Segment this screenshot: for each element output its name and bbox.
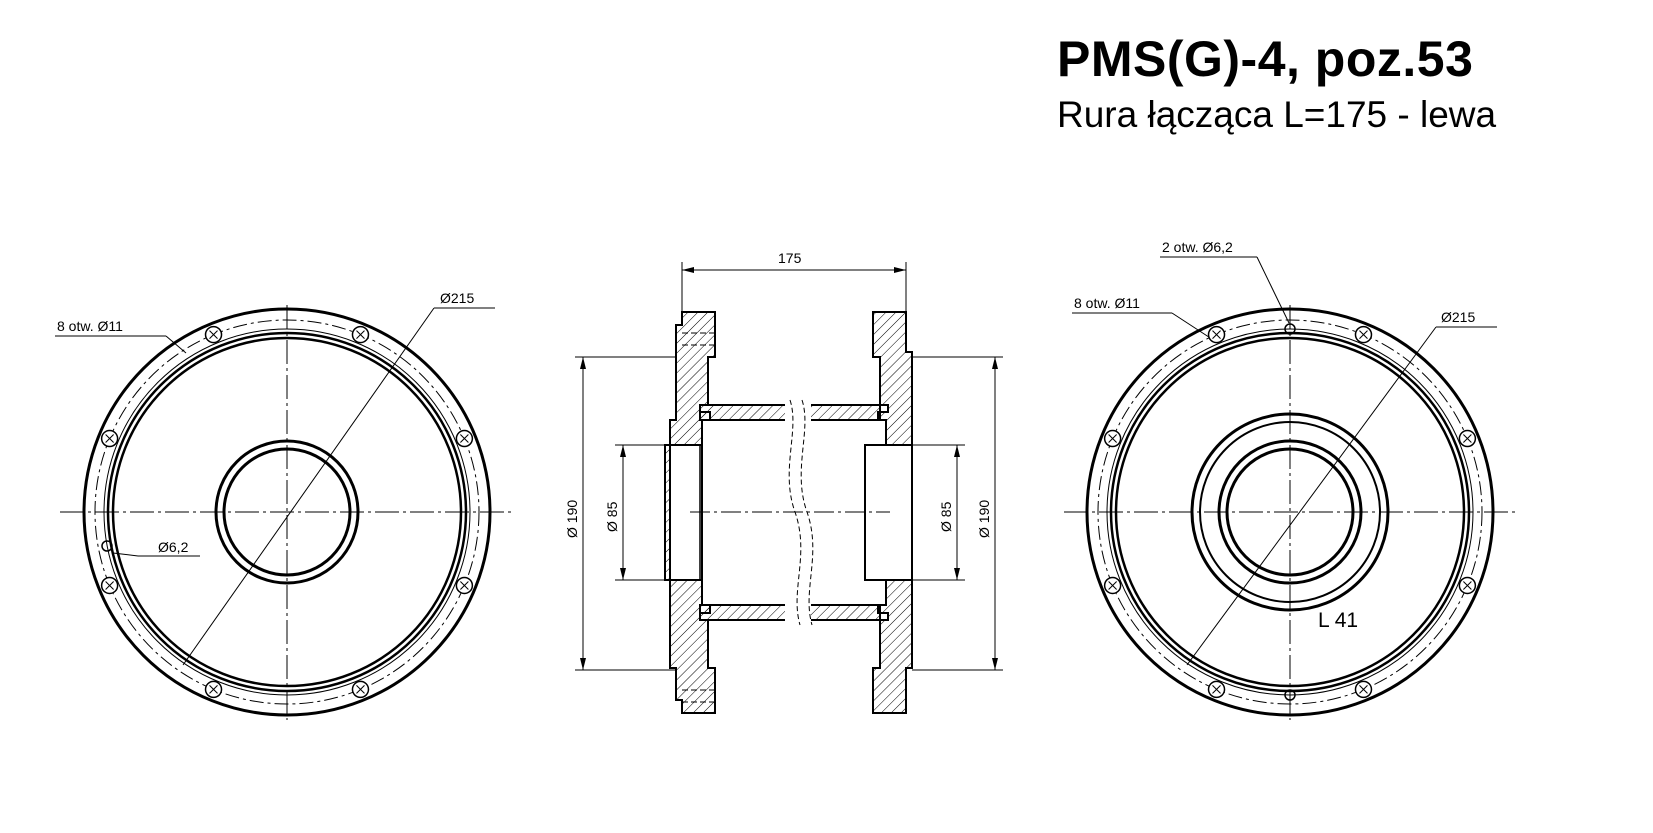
bolt-hole-cross xyxy=(460,581,469,590)
bolt-hole-cross xyxy=(1359,685,1368,694)
bolt-hole-cross xyxy=(1359,330,1368,339)
pin-holes-note: 2 otw. Ø6,2 xyxy=(1162,239,1233,255)
pin-hole-dimension: Ø6,2 xyxy=(158,539,189,555)
drawing-subtitle: Rura łącząca L=175 - lewa xyxy=(1057,94,1497,135)
bolt-hole-cross xyxy=(1212,685,1221,694)
pin-hole xyxy=(1284,323,1296,335)
drawing-title: PMS(G)-4, poz.53 xyxy=(1057,31,1474,87)
bolt-hole-cross xyxy=(356,685,365,694)
bolt-hole-cross xyxy=(105,434,114,443)
left-flange-view: Ø215 8 otw. Ø11 Ø6,2 xyxy=(55,290,515,720)
bolt-hole-cross xyxy=(460,434,469,443)
bore-left: Ø 85 xyxy=(604,501,620,532)
part-mark: L 41 xyxy=(1318,609,1358,632)
bolt-circle-dimension: Ø215 xyxy=(1441,309,1475,325)
length-dimension: 175 xyxy=(778,250,802,266)
bolt-hole-cross xyxy=(209,685,218,694)
right-flange-view: Ø215 8 otw. Ø11 2 otw. Ø6,2 L 41 xyxy=(1064,239,1518,720)
section-view: 175 Ø 190 Ø 85 Ø 85 Ø 190 xyxy=(564,250,1003,714)
holes-note: 8 otw. Ø11 xyxy=(57,318,123,334)
bolt-hole-cross xyxy=(105,581,114,590)
bolt-hole-cross xyxy=(1108,434,1117,443)
outer-diameter-right: Ø 190 xyxy=(976,500,992,538)
bore-right: Ø 85 xyxy=(938,501,954,532)
bolt-hole-cross xyxy=(356,330,365,339)
bolt-hole-cross xyxy=(209,330,218,339)
holes-note: 8 otw. Ø11 xyxy=(1074,295,1140,311)
bolt-hole-cross xyxy=(1463,434,1472,443)
bolt-hole-cross xyxy=(1463,581,1472,590)
bolt-hole-cross xyxy=(1212,330,1221,339)
outer-diameter-left: Ø 190 xyxy=(564,500,580,538)
pin-hole xyxy=(101,540,113,552)
pin-hole xyxy=(1284,689,1296,701)
bolt-hole-cross xyxy=(1108,581,1117,590)
bolt-circle-dimension: Ø215 xyxy=(440,290,474,306)
